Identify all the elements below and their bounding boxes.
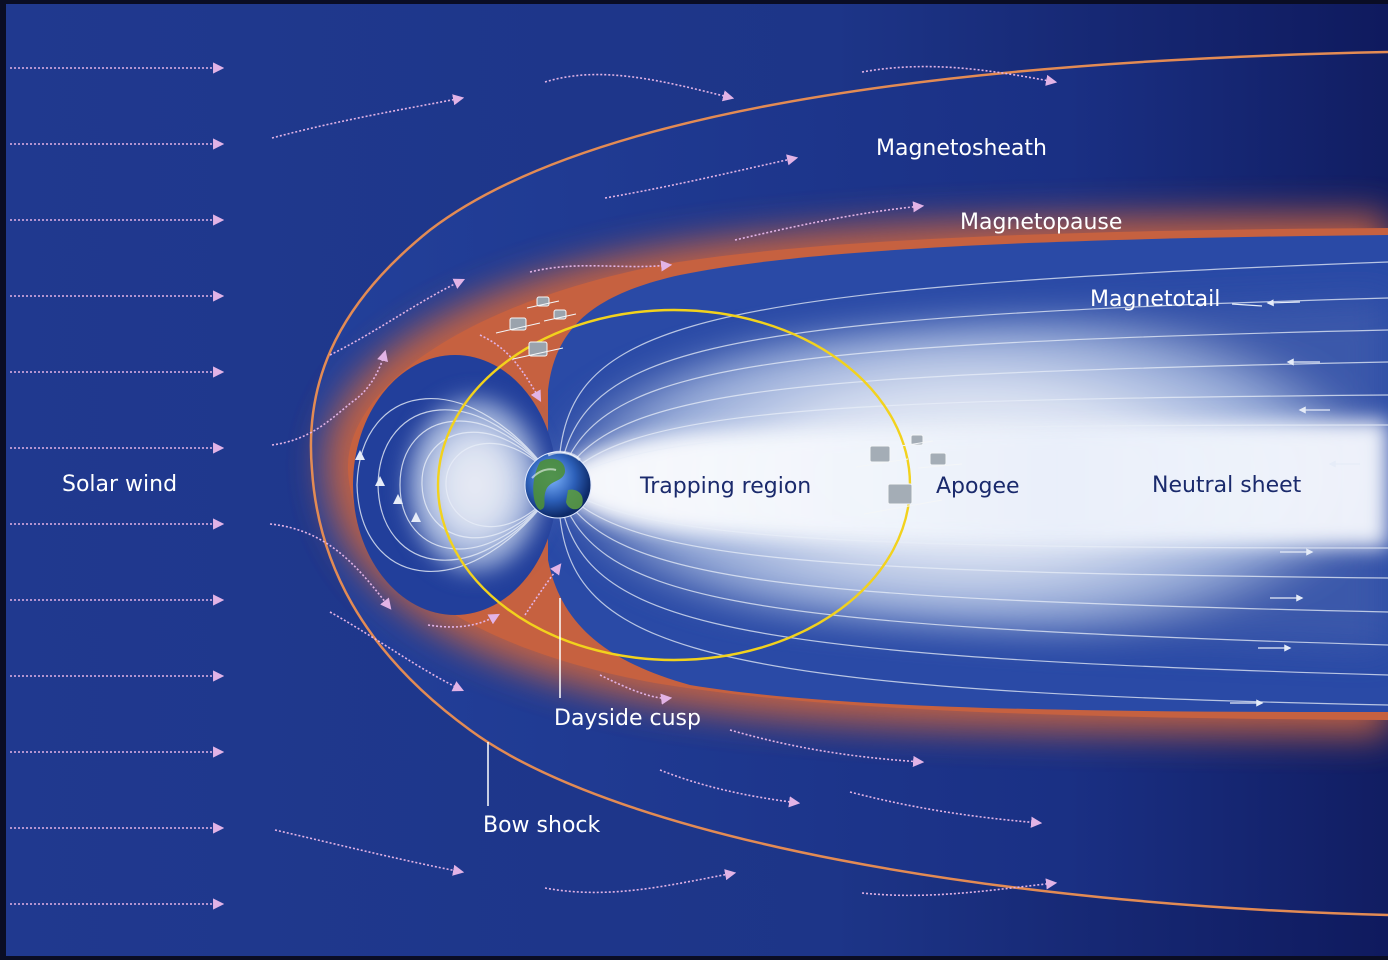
bow-shock-line — [309, 50, 1388, 917]
neutral-sheet-core — [560, 420, 1388, 548]
magnetosheath-label: Magnetosheath — [876, 136, 1047, 161]
apogee-label: Apogee — [936, 474, 1020, 499]
sheath-flow-arrows — [269, 65, 1058, 897]
cluster-spacecraft-icon — [855, 445, 909, 468]
neutral-sheet-label: Neutral sheet — [1152, 473, 1302, 498]
magnetotail-leader — [1231, 303, 1263, 307]
nightside-field-lines — [557, 261, 1388, 706]
dayside-lobe-glow — [403, 393, 547, 577]
cluster-spacecraft-icon — [543, 309, 577, 322]
trapping-region-label: Trapping region — [639, 474, 811, 499]
cluster-spacecraft-icon — [526, 296, 560, 309]
cusp-spacecraft-group — [495, 296, 577, 360]
dayside-field-arrows — [355, 450, 421, 522]
cluster-spacecraft-icon — [917, 452, 963, 469]
cluster-spacecraft-icon — [495, 317, 541, 334]
dayside-field-lines — [356, 398, 559, 572]
cluster-spacecraft-icon — [512, 341, 564, 360]
magnetopause-label: Magnetopause — [960, 210, 1122, 235]
cluster-spacecraft-icon — [900, 434, 934, 447]
dayside-cusp-label: Dayside cusp — [554, 706, 701, 731]
solar-wind-label: Solar wind — [62, 472, 177, 497]
tail-field-arrows — [1230, 299, 1360, 707]
earth-globe-icon — [524, 450, 592, 519]
apogee-spacecraft-group — [855, 434, 963, 515]
cluster-spacecraft-icon — [863, 483, 943, 515]
solar-wind-arrows — [10, 62, 225, 910]
bow-shock-label: Bow shock — [483, 813, 601, 838]
magnetotail-label: Magnetotail — [1090, 287, 1220, 312]
